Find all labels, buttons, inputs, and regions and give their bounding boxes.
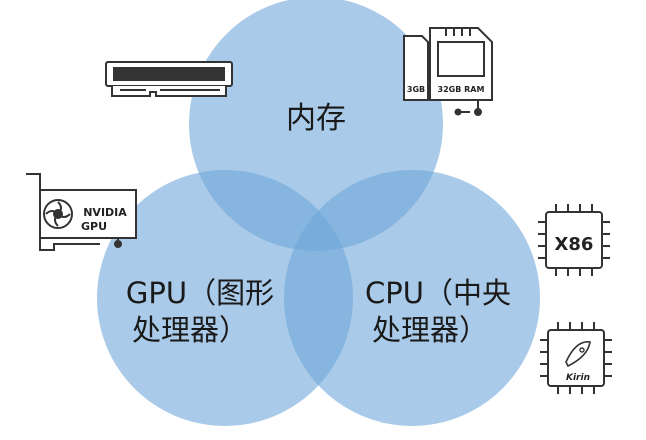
- gpu-label-line1: GPU（图形: [126, 276, 274, 310]
- graphics-card-icon: [26, 173, 137, 251]
- gpu-label-line2: 处理器）: [132, 313, 248, 347]
- venn-circles: [97, 0, 540, 426]
- x86-chip-icon: [538, 204, 610, 276]
- sd-card-size-text: 3GB: [407, 85, 425, 94]
- ram-stick-icon: [105, 61, 233, 97]
- gpu-circle: [97, 170, 353, 426]
- memory-label: 内存: [286, 101, 346, 136]
- graphics-card-brand-text: NVIDIA: [83, 206, 127, 219]
- cpu-label-line2: 处理器）: [372, 313, 488, 347]
- cpu-circle: [284, 170, 540, 426]
- sd-card-icon: [403, 27, 493, 116]
- graphics-card-gpu-text: GPU: [81, 220, 107, 233]
- sd-card-ram-text: 32GB RAM: [438, 85, 485, 94]
- kirin-chip-icon: [540, 322, 612, 394]
- cpu-label-line1: CPU（中央: [365, 276, 511, 310]
- kirin-chip-text: Kirin: [566, 373, 590, 383]
- x86-chip-text: X86: [555, 234, 594, 255]
